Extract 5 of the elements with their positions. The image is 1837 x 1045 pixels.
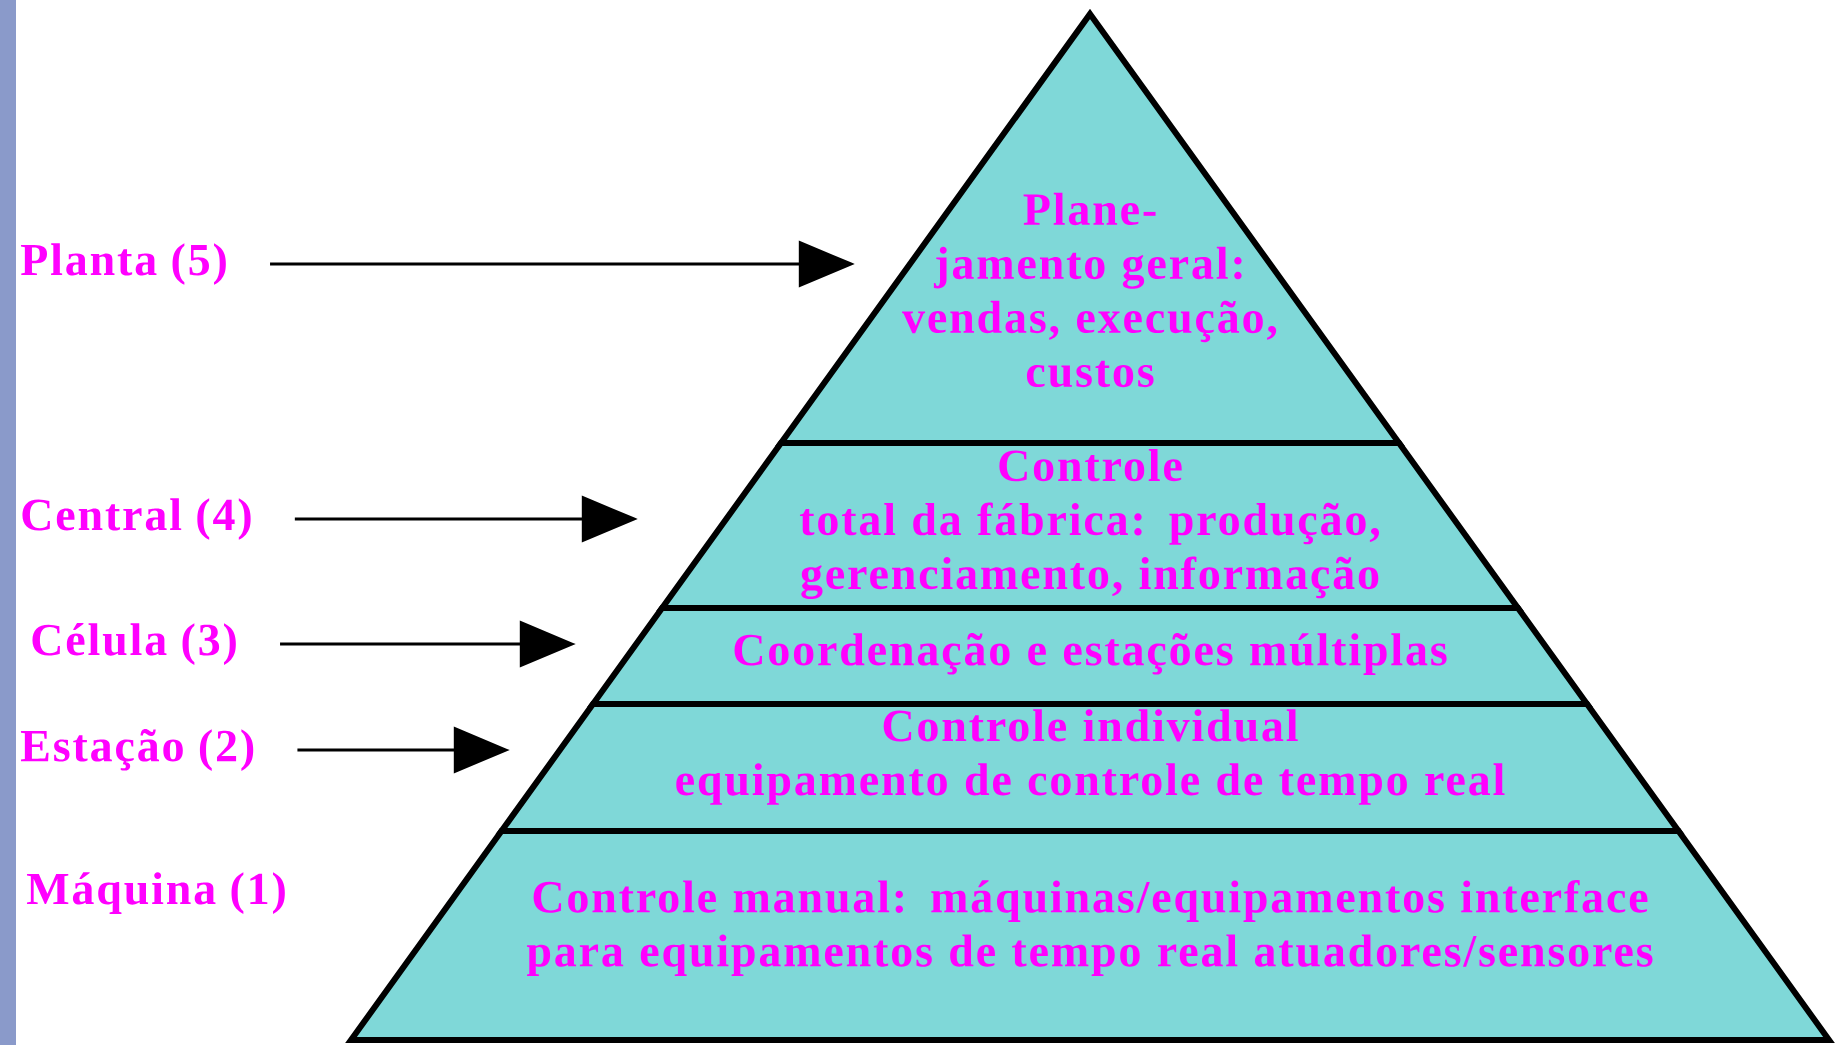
level-label: Planta (5) — [21, 243, 226, 285]
level-label: Célula (3) — [32, 623, 236, 665]
level-label: Máquina (1) — [27, 872, 285, 914]
level-label: Estação (2) — [21, 729, 254, 771]
level-label: Central (4) — [22, 498, 251, 540]
